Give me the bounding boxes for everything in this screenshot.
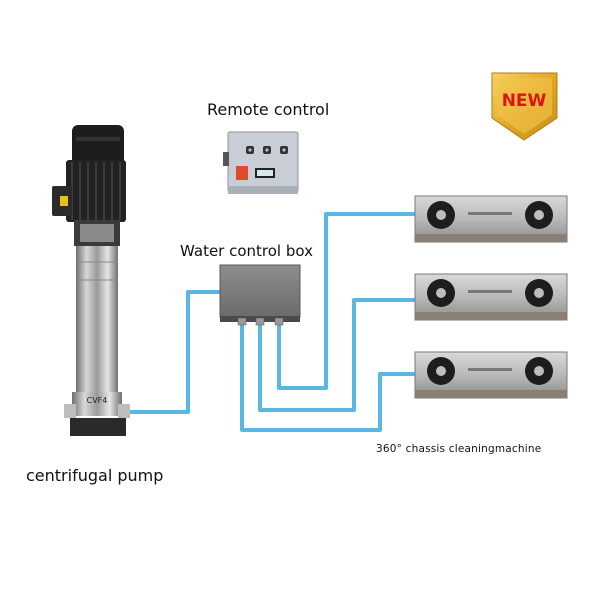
water-control-box-icon <box>219 264 301 326</box>
pipe-box-to-machine-3 <box>240 322 418 432</box>
chassis-cleaner-3 <box>414 351 568 399</box>
pipe-box-to-machine-2 <box>258 298 418 412</box>
centrifugal-pump-icon: CVF4 <box>52 125 130 436</box>
water-pipes <box>126 212 418 432</box>
remote-control-label: Remote control <box>207 100 330 119</box>
pipe-pump-to-box <box>126 290 222 414</box>
remote-control-panel-icon <box>223 131 299 194</box>
chassis-cleaner-1 <box>414 195 568 243</box>
water-control-box-label: Water control box <box>180 242 313 260</box>
pipe-box-to-machine-1 <box>277 212 418 390</box>
centrifugal-pump-label: centrifugal pump <box>26 466 164 485</box>
pump-nameplate: CVF4 <box>87 396 108 405</box>
chassis-cleaning-machine-label: 360° chassis cleaningmachine <box>376 443 542 455</box>
new-badge-text: NEW <box>502 91 547 111</box>
chassis-cleaner-2 <box>414 273 568 321</box>
new-badge: NEW <box>491 72 558 141</box>
